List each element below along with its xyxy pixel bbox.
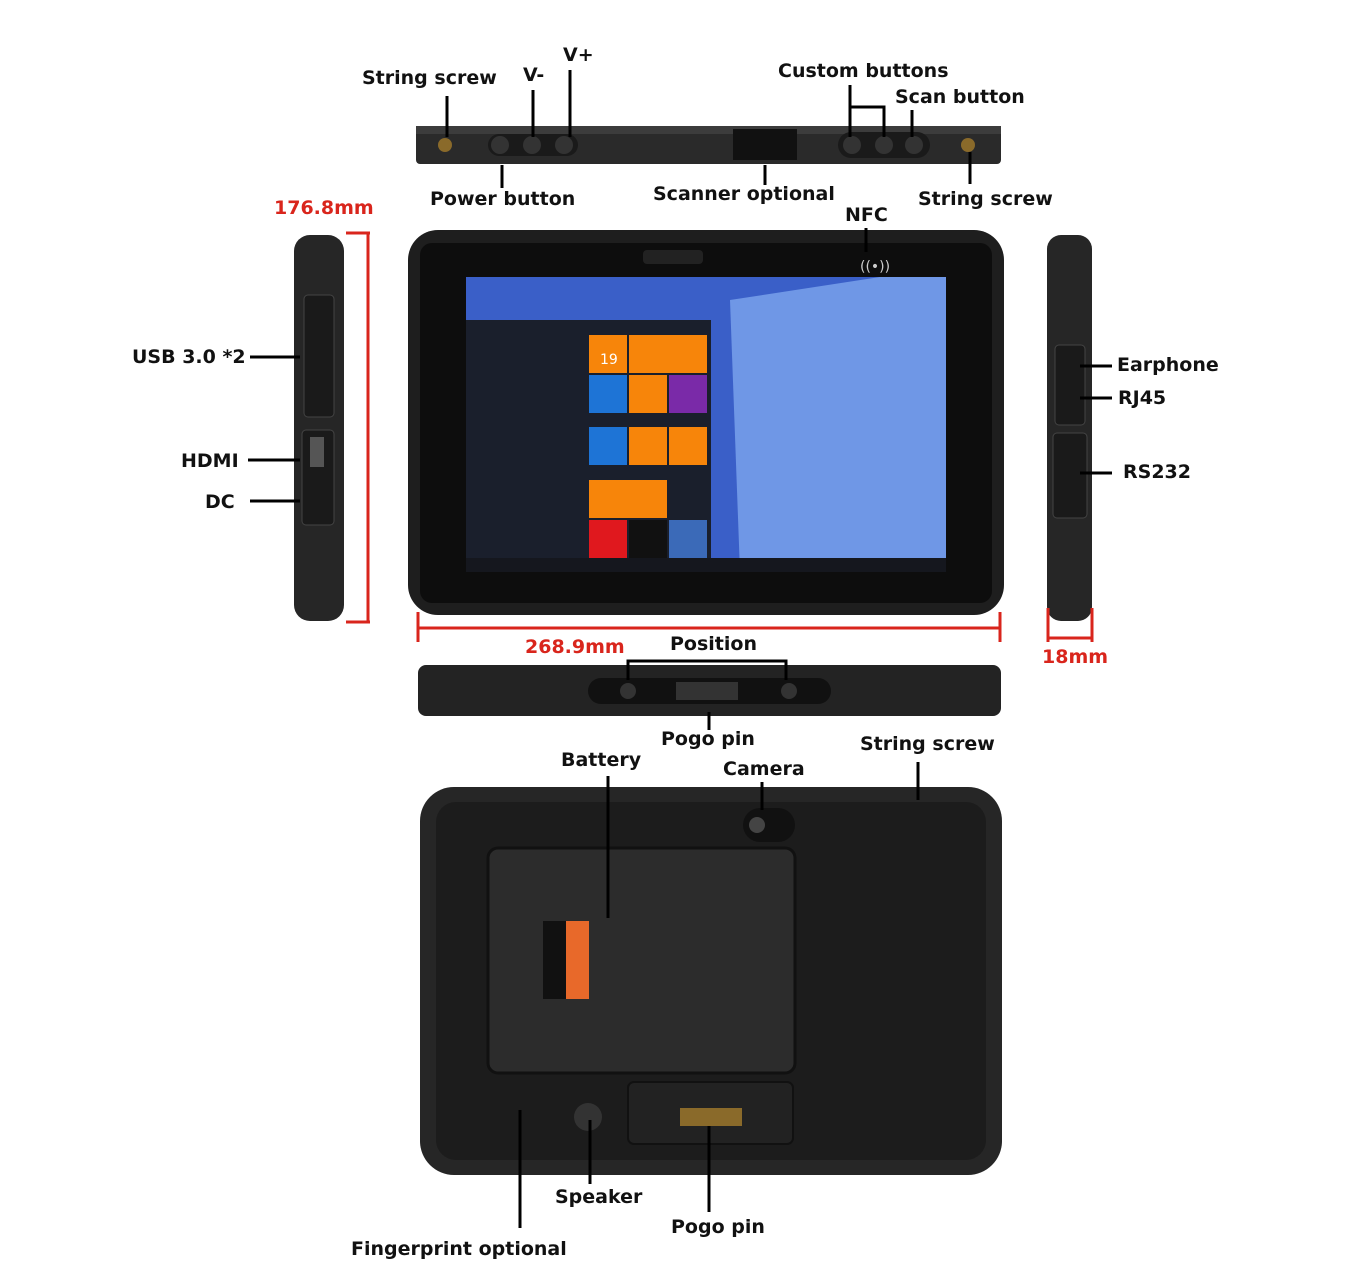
leader-lines bbox=[248, 70, 1112, 1228]
label-dc: DC bbox=[205, 491, 235, 513]
label-width-dimension: 268.9mm bbox=[525, 636, 625, 658]
label-fingerprint: Fingerprint optional bbox=[351, 1238, 567, 1260]
label-nfc: NFC bbox=[845, 204, 888, 226]
label-hdmi: HDMI bbox=[181, 450, 239, 472]
dimension-lines bbox=[346, 231, 1094, 642]
back-view bbox=[420, 787, 1002, 1175]
battery-cover bbox=[486, 846, 797, 1075]
volume-up-icon bbox=[555, 136, 573, 154]
label-volume-up: V+ bbox=[563, 44, 594, 66]
power-button-icon bbox=[491, 136, 509, 154]
label-pogo-pin-edge: Pogo pin bbox=[661, 728, 755, 750]
volume-down-icon bbox=[523, 136, 541, 154]
right-side-view bbox=[1047, 235, 1092, 621]
label-string-screw-back: String screw bbox=[860, 733, 995, 755]
bottom-edge-view bbox=[418, 665, 1001, 716]
label-custom-buttons: Custom buttons bbox=[778, 60, 949, 82]
label-volume-down: V- bbox=[523, 64, 545, 86]
camera-lens bbox=[749, 817, 765, 833]
label-string-screw-top-left: String screw bbox=[362, 67, 497, 89]
front-view: 19 ((•)) bbox=[408, 230, 1004, 615]
label-rs232: RS232 bbox=[1123, 461, 1191, 483]
string-screw-icon bbox=[438, 138, 452, 152]
label-string-screw-top-right: String screw bbox=[918, 188, 1053, 210]
label-scan-button: Scan button bbox=[895, 86, 1025, 108]
scanner-window bbox=[733, 129, 797, 160]
label-scanner-optional: Scanner optional bbox=[653, 183, 835, 205]
label-earphone: Earphone bbox=[1117, 354, 1219, 376]
label-camera: Camera bbox=[723, 758, 805, 780]
speaker-grille bbox=[574, 1103, 602, 1131]
label-pogo-pin-back: Pogo pin bbox=[671, 1216, 765, 1238]
nfc-icon: ((•)) bbox=[860, 259, 890, 275]
label-thickness-dimension: 18mm bbox=[1042, 646, 1109, 668]
label-height-dimension: 176.8mm bbox=[274, 197, 374, 219]
label-power-button: Power button bbox=[430, 188, 576, 210]
label-battery: Battery bbox=[561, 749, 642, 771]
calendar-day: 19 bbox=[600, 352, 618, 368]
label-rj45: RJ45 bbox=[1118, 387, 1167, 409]
label-position: Position bbox=[670, 633, 757, 655]
label-usb: USB 3.0 *2 bbox=[132, 346, 246, 368]
label-speaker: Speaker bbox=[555, 1186, 643, 1208]
top-edge-view bbox=[416, 126, 1001, 164]
left-side-view bbox=[294, 235, 344, 621]
